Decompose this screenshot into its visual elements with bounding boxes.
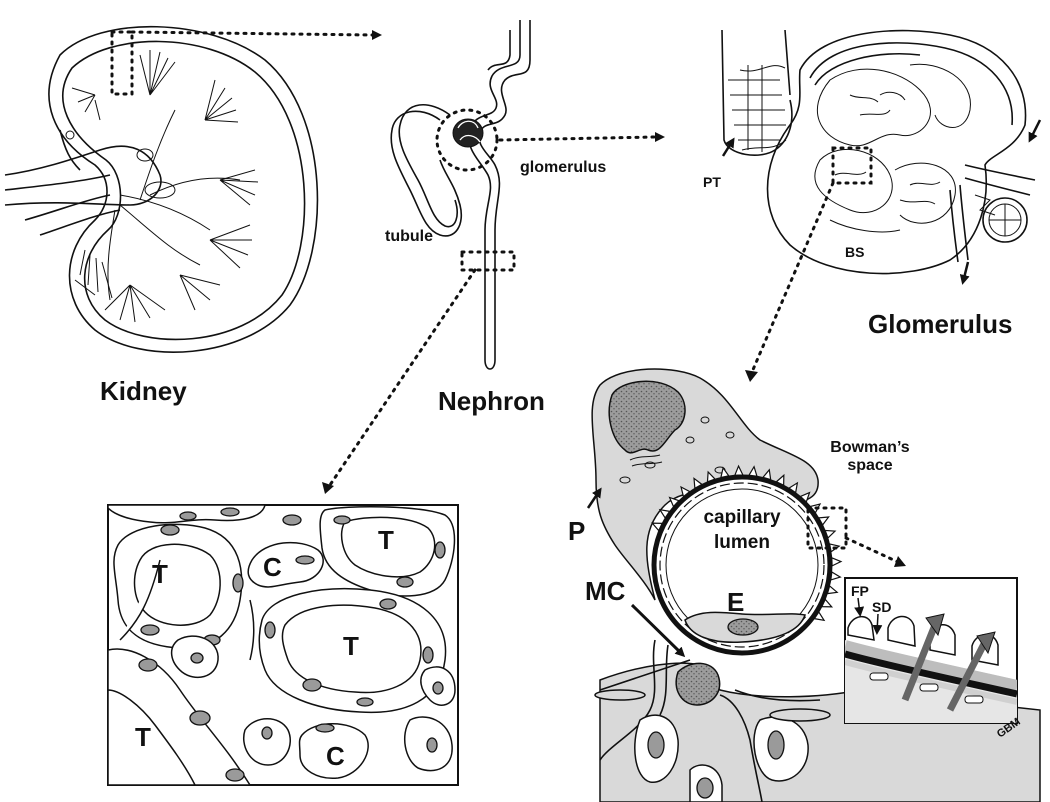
capillary-lumen-line2: lumen [714, 532, 770, 553]
tubule-label-2: T [378, 525, 394, 555]
foot-process [824, 529, 837, 540]
foot-process [775, 473, 785, 487]
nephron-to-glomerulus-pointer [498, 135, 657, 142]
foot-process [813, 610, 826, 622]
bowmans-space-line2: space [847, 457, 892, 474]
capillary-label-2: C [326, 741, 345, 771]
tubule-label-3: T [343, 631, 359, 661]
podocyte-label: P [568, 516, 585, 546]
foot-process [680, 485, 691, 498]
glomerulus-to-capillary-pointer [750, 181, 835, 374]
nephron-illustration [390, 20, 531, 370]
foot-process [820, 598, 834, 608]
tubule-label-4: T [135, 722, 151, 752]
tubule-tissue-panel [107, 504, 459, 786]
foot-process [706, 470, 717, 483]
kidney-title: Kidney [100, 376, 187, 406]
tubule-label: tubule [385, 228, 433, 245]
endothelial-cell-label: E [727, 587, 744, 617]
capillary-to-inset-pointer [844, 536, 900, 564]
foot-process [799, 491, 811, 503]
pt-label: PT [703, 174, 721, 190]
kidney-illustration [4, 25, 319, 353]
nephron-title: Nephron [438, 386, 545, 416]
foot-process [733, 464, 744, 476]
foot-process [831, 556, 843, 567]
kidney-to-nephron-pointer [130, 30, 374, 37]
filtration-barrier-inset [844, 577, 1018, 724]
foot-process [787, 481, 799, 494]
bs-label: BS [845, 244, 864, 260]
foot-process [720, 466, 730, 479]
glomerulus-illustration [721, 29, 1036, 275]
foot-process [693, 477, 703, 490]
foot-process [761, 468, 772, 481]
glomerulus-title: Glomerulus [868, 309, 1012, 339]
foot-process [658, 508, 671, 520]
tubule-to-tissue-pointer [328, 268, 477, 487]
capillary-lumen-line1: capillary [703, 507, 781, 528]
foot-process [650, 522, 664, 532]
fp-label: FP [851, 583, 869, 599]
foot-process [826, 584, 839, 595]
glomerulus-label: glomerulus [520, 159, 606, 176]
foot-process [748, 465, 758, 477]
capillary-cross-section [591, 368, 1041, 802]
foot-process [830, 571, 842, 581]
tubule-label-1: T [152, 559, 168, 589]
capillary-label-1: C [263, 552, 282, 582]
mesangial-cell-label: MC [585, 576, 626, 606]
bowmans-space-line1: Bowman’s [830, 439, 910, 456]
sd-label: SD [872, 599, 891, 615]
foot-process [668, 496, 680, 508]
foot-process [817, 516, 830, 526]
